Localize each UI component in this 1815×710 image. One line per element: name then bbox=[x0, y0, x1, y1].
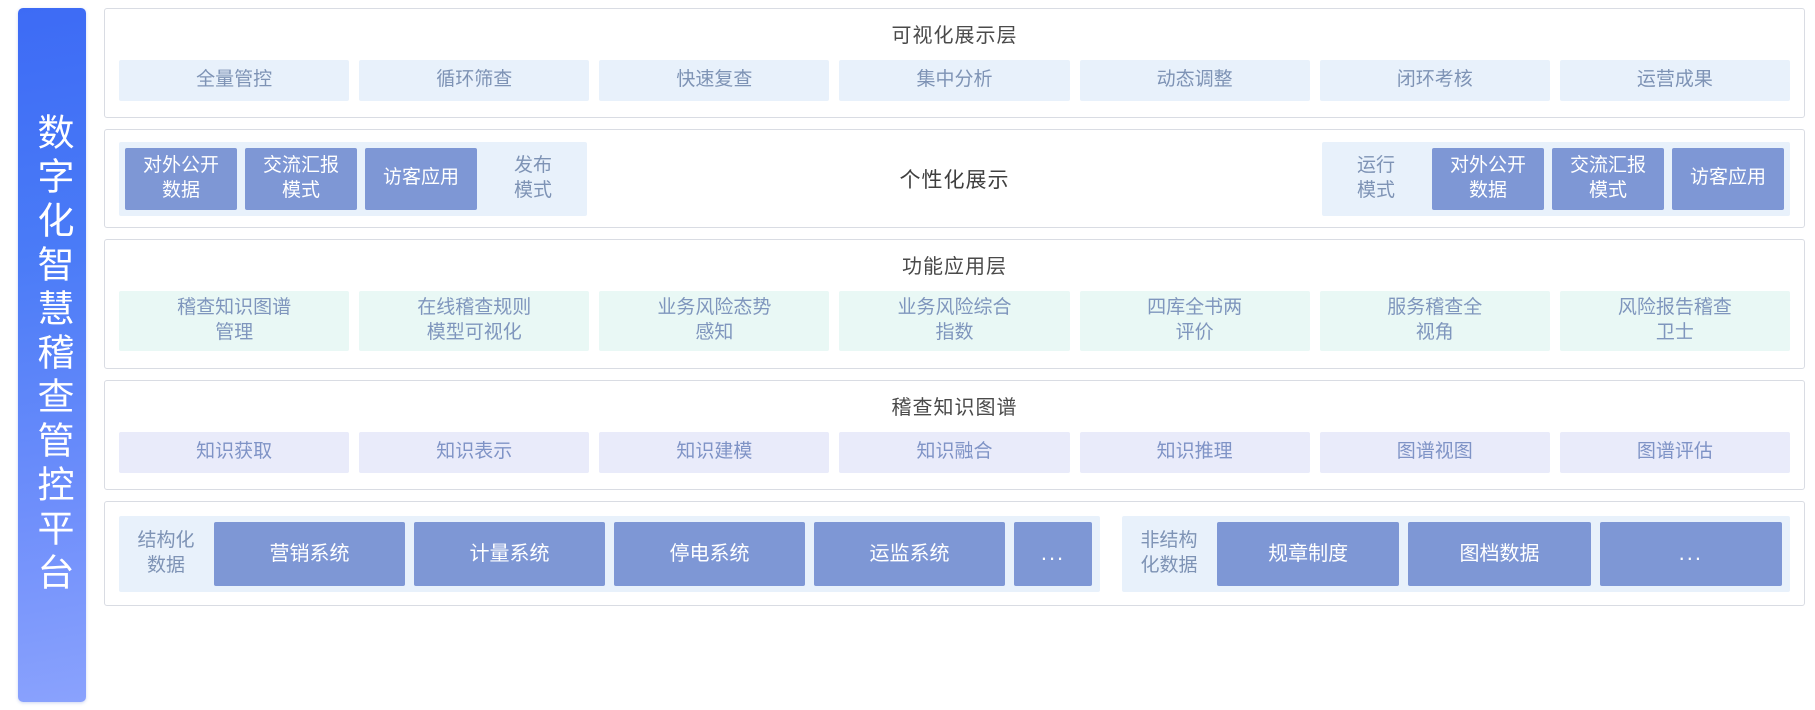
chip-visualization-4[interactable]: 动态调整 bbox=[1079, 60, 1310, 101]
chip-kg-5[interactable]: 图谱视图 bbox=[1319, 432, 1550, 473]
layer-knowledge-graph: 稽查知识图谱 知识获取 知识表示 知识建模 知识融合 知识推理 图谱视图 图谱评… bbox=[104, 380, 1805, 490]
chip-visualization-0[interactable]: 全量管控 bbox=[119, 60, 350, 101]
layer-function-application: 功能应用层 稽查知识图谱 管理 在线稽查规则 模型可视化 业务风险态势 感知 业… bbox=[104, 239, 1805, 369]
layer-visualization-chip-row: 全量管控 循环筛查 快速复查 集中分析 动态调整 闭环考核 运营成果 bbox=[119, 60, 1790, 106]
layer-visualization: 可视化展示层 全量管控 循环筛查 快速复查 集中分析 动态调整 闭环考核 运营成… bbox=[104, 8, 1805, 118]
chip-personal-left-0[interactable]: 对外公开 数据 bbox=[125, 147, 237, 210]
layer-knowledge-graph-title: 稽查知识图谱 bbox=[891, 397, 1018, 419]
personalized-center-title: 个性化展示 bbox=[899, 168, 1010, 192]
chip-structured-more[interactable]: ... bbox=[1014, 521, 1092, 586]
platform-title: 数字化智慧稽查管控平台 bbox=[31, 113, 73, 597]
chip-personal-left-3[interactable]: 发布 模式 bbox=[513, 154, 552, 201]
layer-knowledge-graph-chip-row: 知识获取 知识表示 知识建模 知识融合 知识推理 图谱视图 图谱评估 bbox=[119, 432, 1790, 478]
chip-kg-4[interactable]: 知识推理 bbox=[1079, 432, 1310, 473]
chip-personal-right-1[interactable]: 对外公开 数据 bbox=[1432, 147, 1544, 210]
chip-personal-left-2[interactable]: 访客应用 bbox=[365, 147, 477, 210]
chip-personal-right-3[interactable]: 访客应用 bbox=[1672, 147, 1784, 210]
unstructured-data-label: 非结构 化数据 bbox=[1140, 529, 1198, 576]
chip-visualization-6[interactable]: 运营成果 bbox=[1559, 60, 1790, 101]
chip-unstructured-more[interactable]: ... bbox=[1599, 521, 1782, 586]
chip-personal-left-1[interactable]: 交流汇报 模式 bbox=[245, 147, 357, 210]
chip-function-2[interactable]: 业务风险态势 感知 bbox=[599, 291, 830, 351]
personalized-left-group: 对外公开 数据 交流汇报 模式 访客应用 发布 模式 bbox=[119, 141, 587, 216]
chip-visualization-3[interactable]: 集中分析 bbox=[839, 60, 1070, 101]
chip-visualization-1[interactable]: 循环筛查 bbox=[359, 60, 590, 101]
chip-kg-2[interactable]: 知识建模 bbox=[599, 432, 830, 473]
chip-structured-2[interactable]: 停电系统 bbox=[614, 521, 805, 586]
chip-kg-6[interactable]: 图谱评估 bbox=[1559, 432, 1790, 473]
layer-stack: 可视化展示层 全量管控 循环筛查 快速复查 集中分析 动态调整 闭环考核 运营成… bbox=[104, 8, 1805, 702]
chip-function-0[interactable]: 稽查知识图谱 管理 bbox=[119, 291, 350, 351]
chip-kg-3[interactable]: 知识融合 bbox=[839, 432, 1070, 473]
chip-unstructured-1[interactable]: 图档数据 bbox=[1408, 521, 1591, 586]
chip-function-4[interactable]: 四库全书两 评价 bbox=[1079, 291, 1310, 351]
chip-personal-right-0[interactable]: 运行 模式 bbox=[1356, 154, 1395, 201]
chip-visualization-5[interactable]: 闭环考核 bbox=[1319, 60, 1550, 101]
layer-personalized-display: 对外公开 数据 交流汇报 模式 访客应用 发布 模式 个性化展示 运行 模式 对… bbox=[104, 129, 1805, 228]
layer-visualization-title: 可视化展示层 bbox=[891, 25, 1018, 47]
chip-function-3[interactable]: 业务风险综合 指数 bbox=[839, 291, 1070, 351]
personalized-row: 对外公开 数据 交流汇报 模式 访客应用 发布 模式 个性化展示 运行 模式 对… bbox=[119, 141, 1790, 216]
chip-structured-0[interactable]: 营销系统 bbox=[214, 521, 405, 586]
chip-kg-0[interactable]: 知识获取 bbox=[119, 432, 350, 473]
chip-function-6[interactable]: 风险报告稽查 卫士 bbox=[1559, 291, 1790, 351]
chip-personal-right-2[interactable]: 交流汇报 模式 bbox=[1552, 147, 1664, 210]
chip-function-1[interactable]: 在线稽查规则 模型可视化 bbox=[359, 291, 590, 351]
platform-title-bar: 数字化智慧稽查管控平台 bbox=[18, 8, 86, 702]
chip-structured-1[interactable]: 计量系统 bbox=[414, 521, 605, 586]
chip-function-5[interactable]: 服务稽查全 视角 bbox=[1319, 291, 1550, 351]
data-sources-row: 结构化 数据 营销系统 计量系统 停电系统 运监系统 ... 非结构 化数据 规… bbox=[119, 515, 1790, 592]
chip-unstructured-0[interactable]: 规章制度 bbox=[1217, 521, 1400, 586]
structured-data-label: 结构化 数据 bbox=[137, 529, 195, 576]
structured-data-group: 结构化 数据 营销系统 计量系统 停电系统 运监系统 ... bbox=[119, 515, 1100, 592]
chip-structured-3[interactable]: 运监系统 bbox=[814, 521, 1005, 586]
chip-visualization-2[interactable]: 快速复查 bbox=[599, 60, 830, 101]
chip-kg-1[interactable]: 知识表示 bbox=[359, 432, 590, 473]
personalized-right-group: 运行 模式 对外公开 数据 交流汇报 模式 访客应用 bbox=[1322, 141, 1790, 216]
unstructured-data-group: 非结构 化数据 规章制度 图档数据 ... bbox=[1122, 515, 1790, 592]
layer-data-sources: 结构化 数据 营销系统 计量系统 停电系统 运监系统 ... 非结构 化数据 规… bbox=[104, 501, 1805, 606]
layer-function-chip-row: 稽查知识图谱 管理 在线稽查规则 模型可视化 业务风险态势 感知 业务风险综合 … bbox=[119, 291, 1790, 357]
layer-function-title: 功能应用层 bbox=[902, 256, 1007, 278]
